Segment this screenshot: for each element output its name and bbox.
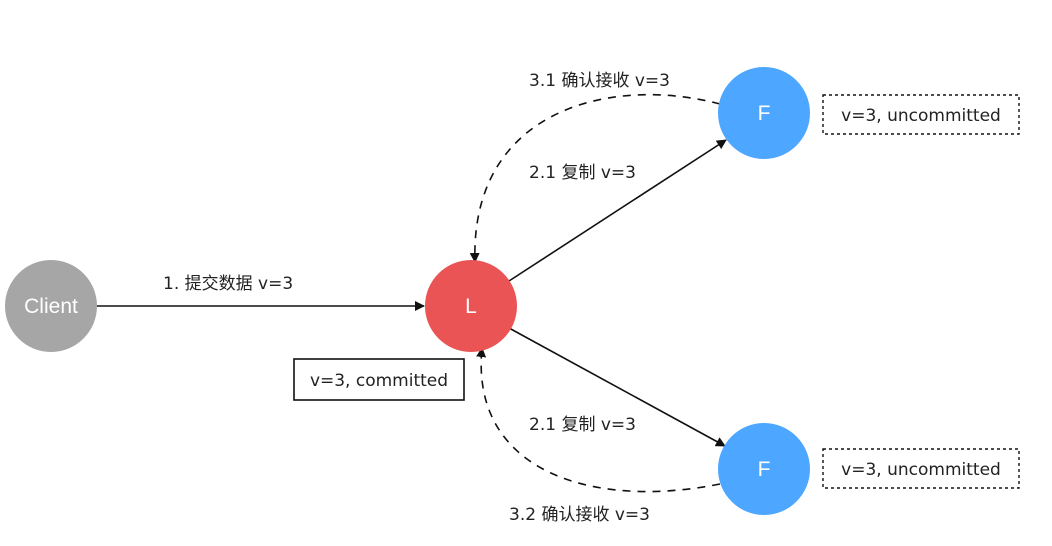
state-follower-top-box bbox=[822, 94, 1020, 135]
follower-bottom-circle bbox=[718, 423, 810, 515]
edge-ack-top bbox=[469, 93, 721, 263]
label-replicate-bottom: 2.1 复制 v=3 bbox=[529, 415, 636, 435]
state-follower-top: v=3, uncommitted bbox=[822, 94, 1020, 135]
edge-ack-bottom bbox=[476, 347, 721, 493]
edge-replicate-top bbox=[508, 139, 727, 282]
client-circle bbox=[5, 260, 97, 352]
follower-bottom-label: F bbox=[758, 458, 771, 481]
label-ack-top: 3.1 确认接收 v=3 bbox=[529, 71, 670, 91]
label-ack-bottom: 3.2 确认接收 v=3 bbox=[509, 505, 650, 525]
node-follower-top: F bbox=[718, 67, 810, 159]
node-client: Client bbox=[5, 260, 97, 352]
state-leader-text: v=3, committed bbox=[310, 371, 448, 391]
node-follower-bottom: F bbox=[718, 423, 810, 515]
follower-top-label: F bbox=[758, 102, 771, 125]
state-leader: v=3, committed bbox=[293, 358, 465, 401]
state-follower-bottom-box bbox=[822, 448, 1020, 489]
edge-replicate-bottom bbox=[508, 327, 726, 447]
leader-label: L bbox=[465, 295, 477, 318]
label-submit: 1. 提交数据 v=3 bbox=[163, 274, 293, 294]
state-leader-box bbox=[293, 358, 465, 401]
state-follower-top-text: v=3, uncommitted bbox=[841, 106, 1001, 126]
leader-circle bbox=[425, 260, 517, 352]
client-label: Client bbox=[24, 295, 78, 318]
state-follower-bottom: v=3, uncommitted bbox=[822, 448, 1020, 489]
state-follower-bottom-text: v=3, uncommitted bbox=[841, 460, 1001, 480]
node-leader: L bbox=[425, 260, 517, 352]
follower-top-circle bbox=[718, 67, 810, 159]
label-replicate-top: 2.1 复制 v=3 bbox=[529, 163, 636, 183]
